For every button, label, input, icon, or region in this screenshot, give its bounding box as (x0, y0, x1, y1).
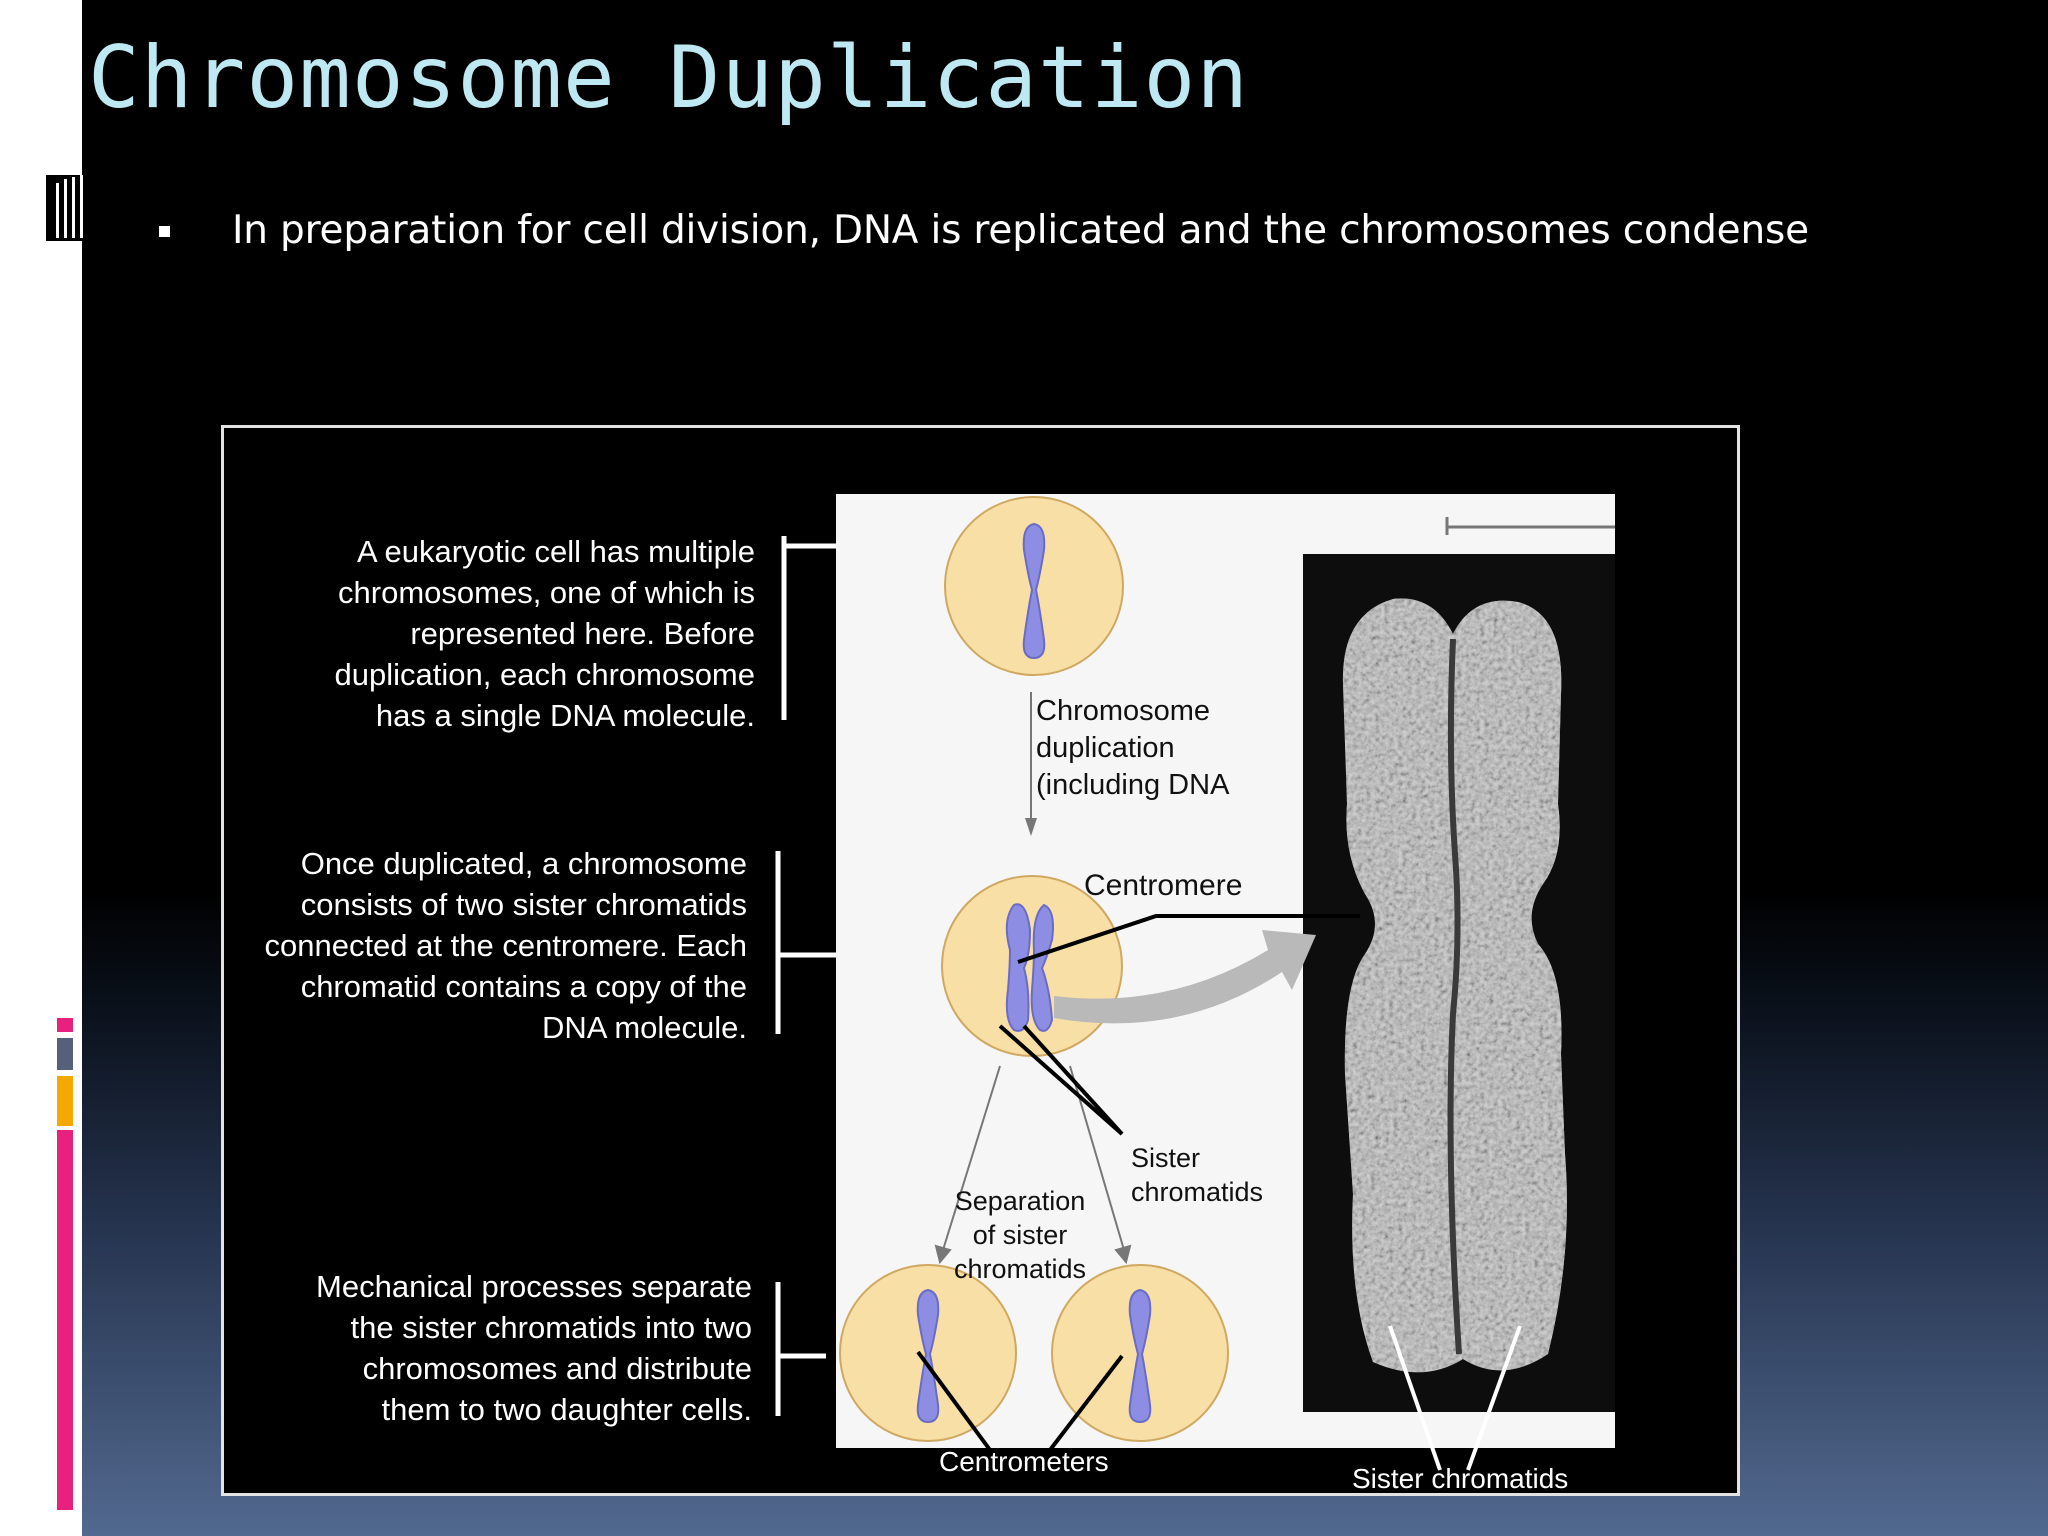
arrow-to-micrograph (1054, 930, 1316, 1024)
cell-bottom-right (1051, 1264, 1229, 1442)
label-centromere: Centromere (1084, 869, 1243, 902)
bullet-marker (159, 226, 170, 237)
caption-sister-chromatids: Once duplicated, a chromosome consists o… (264, 846, 747, 1045)
slide-decor-icon (46, 175, 86, 241)
leader-centrometer-2 (1048, 1354, 1124, 1452)
caption-before-duplication: A eukaryotic cell has multiple chromosom… (334, 534, 755, 733)
label-separation: Separation of sister chromatids (953, 1186, 1087, 1284)
label-chromosome-duplication: Chromosome duplication (including DNA (1036, 695, 1230, 801)
label-sister-chromatids: Sister chromatids (1131, 1143, 1264, 1207)
leader-centrometer-1 (916, 1350, 992, 1452)
slide-title: Chromosome Duplication (88, 28, 1250, 128)
label-micrograph-sister-chromatids: Sister chromatids (1352, 1463, 1569, 1494)
bracket-3 (775, 1282, 826, 1416)
arrow-duplication (1025, 692, 1037, 836)
decor-stripe-slate (57, 1038, 73, 1070)
decor-stripe-pink-top (57, 1018, 73, 1032)
micrograph-chromosome (1303, 554, 1615, 1412)
cell-top (944, 496, 1124, 676)
leader-micro-sister-2 (1466, 1325, 1522, 1471)
cell-bottom-left (839, 1264, 1017, 1442)
leader-sister-1 (998, 1024, 1124, 1136)
bracket-2 (775, 851, 836, 1034)
leader-micro-sister-1 (1388, 1325, 1442, 1471)
bullet-text: In preparation for cell division, DNA is… (232, 208, 1809, 253)
scale-bar (1445, 517, 1615, 535)
decor-stripe-orange (57, 1076, 73, 1126)
leader-sister-2 (1022, 1024, 1124, 1136)
bracket-1 (781, 536, 836, 720)
decor-stripe-pink-bottom (57, 1130, 73, 1510)
leader-centromere (1017, 914, 1360, 964)
caption-separation: Mechanical processes separate the sister… (316, 1269, 752, 1427)
label-centrometers: Centrometers (939, 1446, 1109, 1477)
